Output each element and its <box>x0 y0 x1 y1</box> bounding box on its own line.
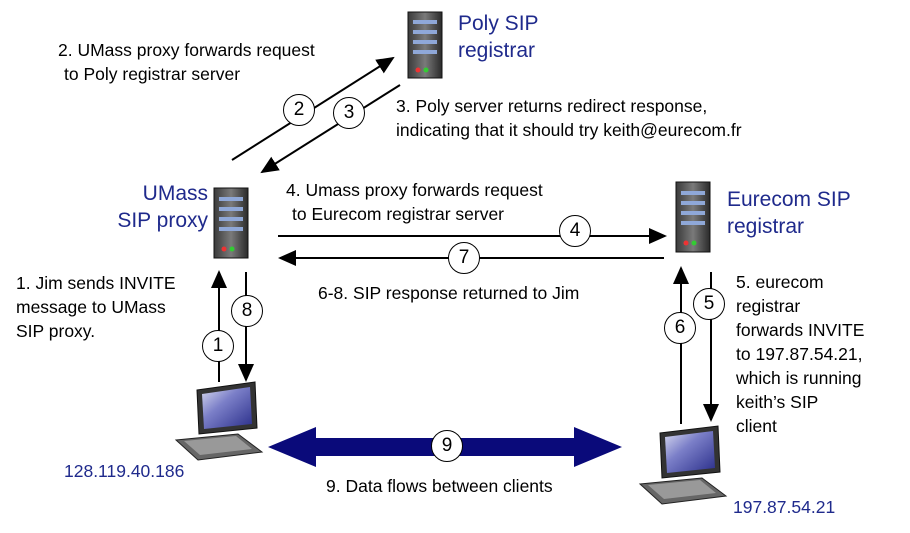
step-5-line1: 5. eurecom <box>736 272 824 292</box>
step-6-8-text: 6-8. SIP response returned to Jim <box>318 283 580 303</box>
step-3-line2: indicating that it should try keith@eure… <box>396 120 742 140</box>
step-4-text: 4. Umass proxy forwards request to Eurec… <box>286 178 543 226</box>
jim-ip-address: 128.119.40.186 <box>64 461 185 481</box>
jim-computer-icon <box>174 381 264 461</box>
step-number-8: 8 <box>231 295 263 327</box>
step-3-text: 3. Poly server returns redirect response… <box>396 94 742 142</box>
poly-registrar-label: Poly SIP registrar <box>458 10 539 64</box>
step-1-line2: message to UMass <box>16 297 166 317</box>
step-3-line1: 3. Poly server returns redirect response… <box>396 96 708 116</box>
eurecom-registrar-label: Eurecom SIP registrar <box>727 186 851 240</box>
eurecom-label-line1: Eurecom SIP <box>727 188 851 211</box>
poly-label-line1: Poly SIP <box>458 12 539 35</box>
step-4-line1: 4. Umass proxy forwards request <box>286 180 543 200</box>
poly-label-line2: registrar <box>458 39 536 62</box>
step-2-line1: 2. UMass proxy forwards request <box>58 40 315 60</box>
poly-server-icon <box>407 11 443 79</box>
step-1-line3: SIP proxy. <box>16 321 96 341</box>
umass-server-icon <box>213 187 249 259</box>
eurecom-server-icon <box>675 181 711 253</box>
step-number-4: 4 <box>559 215 591 247</box>
step-5-line4: to 197.87.54.21, <box>736 344 863 364</box>
step-5-line3: forwards INVITE <box>736 320 865 340</box>
umass-label-line1: UMass <box>142 182 208 205</box>
step-number-5: 5 <box>693 288 725 320</box>
arrow-step-3 <box>260 84 401 174</box>
step-number-3: 3 <box>333 97 365 129</box>
keith-computer-icon <box>638 425 728 505</box>
step-1-line1: 1. Jim sends INVITE <box>16 273 176 293</box>
step-number-2: 2 <box>283 94 315 126</box>
keith-ip-address: 197.87.54.21 <box>733 497 836 517</box>
step-4-line2: to Eurecom registrar server <box>292 204 505 224</box>
step-2-line2: to Poly registrar server <box>64 64 241 84</box>
step-number-9: 9 <box>431 430 463 462</box>
eurecom-label-line2: registrar <box>727 215 805 238</box>
step-number-6: 6 <box>664 312 696 344</box>
step-1-text: 1. Jim sends INVITE message to UMass SIP… <box>16 271 176 343</box>
umass-label-line2: SIP proxy <box>117 209 208 232</box>
step-number-7: 7 <box>448 242 480 274</box>
step-number-1: 1 <box>202 330 234 362</box>
step-5-line2: registrar <box>736 296 801 316</box>
step-9-text: 9. Data flows between clients <box>326 476 553 496</box>
step-5-line5: which is running <box>736 368 862 388</box>
step-5-text: 5. eurecom registrar forwards INVITE to … <box>736 270 864 438</box>
step-5-line6: keith’s SIP <box>736 392 819 412</box>
umass-proxy-label: UMass SIP proxy <box>104 180 208 234</box>
step-2-text: 2. UMass proxy forwards request to Poly … <box>58 38 315 86</box>
step-5-line7: client <box>736 416 777 436</box>
